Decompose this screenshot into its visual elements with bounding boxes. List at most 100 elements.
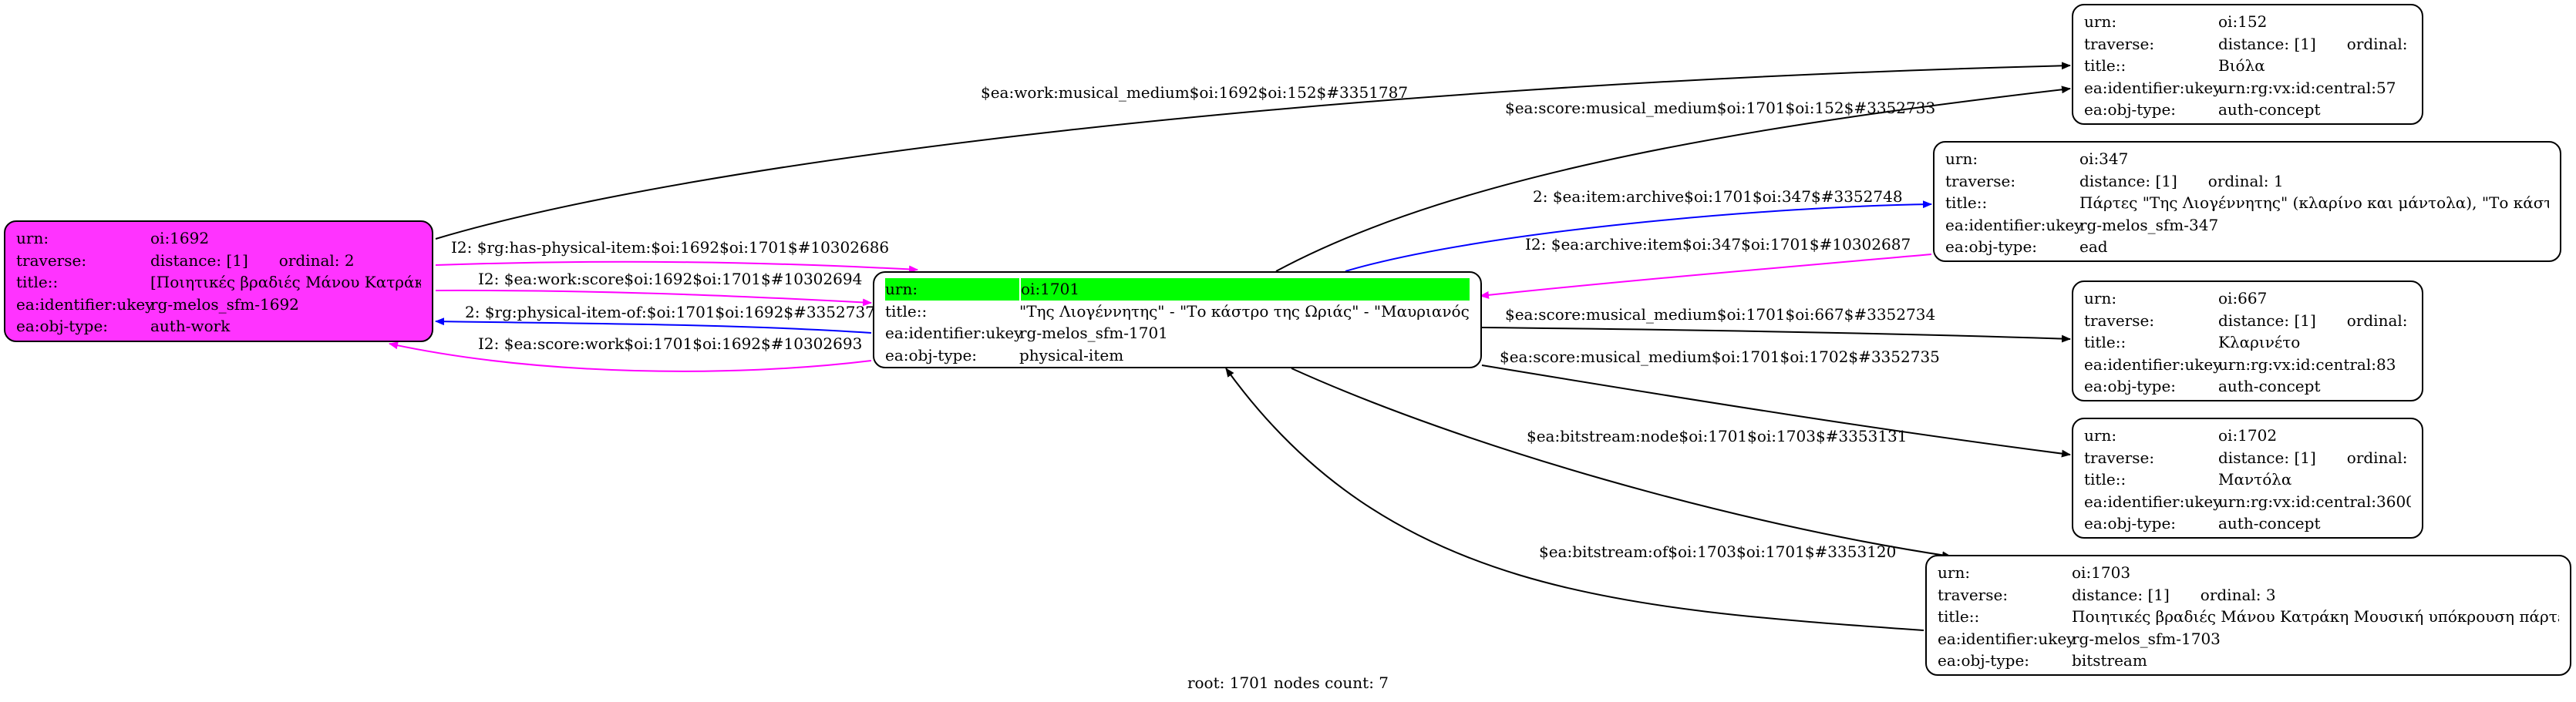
edge-label-1692-1701-work-score: I2: $ea:work:score$oi:1692$oi:1701$#1030…	[478, 270, 863, 288]
key-objtype: ea:obj-type:	[2084, 377, 2177, 395]
value-ordinal: ordinal: 5	[2346, 311, 2411, 330]
value-ukey: rg-melos_sfm-1692	[150, 294, 299, 314]
value-distance: distance: [1]	[2079, 171, 2177, 190]
key-objtype: ea:obj-type:	[16, 317, 109, 335]
value-distance: distance: [1]	[2218, 448, 2316, 467]
key-traverse: traverse:	[1945, 171, 2016, 190]
edge-label-1701-667: $ea:score:musical_medium$oi:1701$oi:667$…	[1505, 305, 1936, 324]
key-traverse: traverse:	[2084, 448, 2155, 467]
value-urn: oi:1701	[1021, 278, 1470, 301]
key-title: title::	[2084, 333, 2126, 351]
edge-label-1701-1703: $ea:bitstream:node$oi:1701$oi:1703$#3353…	[1527, 427, 1908, 445]
value-title: [Ποιητικές βραδιές Μάνου Κατράκη]	[150, 273, 421, 291]
edge-1701-1702	[1481, 364, 2071, 458]
edge-label-347-1701: I2: $ea:archive:item$oi:347$oi:1701$#103…	[1525, 235, 1911, 254]
key-ukey: ea:identifier:ukey	[1945, 215, 2083, 234]
edge-label-1701-347: 2: $ea:item:archive$oi:1701$oi:347$#3352…	[1533, 187, 1903, 206]
edge-1701-152	[1275, 86, 2071, 272]
edge-1701-1692-item-of	[435, 317, 872, 334]
edge-label-1692-1701-has-item: I2: $rg:has-physical-item:$oi:1692$oi:17…	[451, 238, 890, 257]
value-ordinal: ordinal: 2	[278, 250, 355, 270]
edge-label-1701-1692-score-work: I2: $ea:score:work$oi:1701$oi:1692$#1030…	[478, 334, 863, 353]
key-ukey: ea:identifier:ukey	[16, 294, 154, 314]
value-title: "Της Λιογέννητης" - "Το κάστρο της Ωριάς…	[1019, 301, 1470, 321]
key-ukey: ea:identifier:ukey	[2084, 354, 2222, 374]
key-objtype: ea:obj-type:	[1945, 237, 2038, 256]
value-ukey: rg-melos_sfm-1701	[1019, 324, 1168, 342]
key-ukey: ea:identifier:ukey	[1938, 629, 2076, 648]
value-ukey: rg-melos_sfm-1703	[2072, 629, 2221, 648]
key-urn: urn:	[2084, 426, 2117, 445]
node-oi-152[interactable]: urn:oi:152 traverse:distance: [1]ordinal…	[2072, 4, 2423, 125]
value-ordinal: ordinal: 1	[2207, 171, 2284, 190]
value-ordinal: ordinal: 3	[2200, 585, 2276, 604]
key-title: title::	[885, 301, 928, 321]
value-title: Κλαρινέτο	[2218, 333, 2301, 351]
key-title: title::	[16, 273, 59, 291]
value-distance: distance: [1]	[150, 250, 248, 270]
edge-label-1692-152: $ea:work:musical_medium$oi:1692$oi:152$#…	[981, 83, 1409, 102]
value-objtype: auth-concept	[2218, 377, 2321, 395]
key-title: title::	[1938, 607, 1980, 626]
value-ukey: urn:rg:vx:id:central:83	[2218, 354, 2396, 374]
key-urn: urn:	[16, 229, 49, 247]
edge-1701-1692-score-work	[389, 341, 872, 372]
value-urn: oi:1702	[2218, 426, 2278, 445]
edge-1692-1701-work-score	[435, 289, 872, 307]
value-ukey: urn:rg:vx:id:central:3600	[2218, 492, 2411, 511]
value-ukey: rg-melos_sfm-347	[2079, 215, 2219, 234]
value-objtype: auth-work	[150, 317, 231, 335]
edge-347-1701	[1480, 254, 1932, 299]
value-objtype: bitstream	[2072, 651, 2147, 670]
key-ukey: ea:identifier:ukey	[885, 324, 1023, 342]
value-objtype: auth-concept	[2218, 100, 2321, 119]
edge-1703-1701	[1225, 368, 1924, 631]
value-objtype: auth-concept	[2218, 514, 2321, 532]
edge-1692-152	[435, 62, 2071, 240]
key-traverse: traverse:	[2084, 34, 2155, 53]
node-oi-1702[interactable]: urn: oi:1702 traverse: distance: [1] ordina…	[2072, 418, 2423, 539]
value-title: Μαντόλα	[2218, 470, 2292, 489]
key-traverse: traverse:	[16, 250, 87, 270]
value-objtype: ead	[2079, 237, 2108, 256]
value-title: Ποιητικές βραδιές Μάνου Κατράκη Μουσική …	[2072, 607, 2559, 626]
value-distance: distance: [1]	[2072, 585, 2170, 604]
key-traverse: traverse:	[2084, 311, 2155, 330]
node-oi-1692[interactable]: urn: oi:1692 traverse: distance: [1] ordina…	[4, 220, 433, 342]
key-traverse: traverse:	[1938, 585, 2009, 604]
key-objtype: ea:obj-type:	[885, 345, 978, 364]
value-ordinal: ordinal: 6	[2346, 448, 2411, 467]
key-urn: urn:	[2084, 289, 2117, 307]
value-urn: oi:1692	[150, 229, 210, 247]
key-urn: urn:	[2084, 12, 2117, 31]
node-oi-1701[interactable]: urn:oi:1701 title::"Της Λιογέννητης" - "…	[873, 271, 1482, 368]
value-objtype: physical-item	[1019, 345, 1124, 364]
key-ukey: ea:identifier:ukey	[2084, 78, 2222, 97]
graph-footer: root: 1701 nodes count: 7	[1187, 673, 1389, 692]
value-distance: distance: [1]	[2218, 311, 2316, 330]
node-oi-667[interactable]: urn: oi:667 traverse: distance: [1] ordinal…	[2072, 280, 2423, 401]
value-urn: oi:667	[2218, 289, 2268, 307]
node-oi-347[interactable]: urn:oi:347 traverse:distance: [1]ordinal…	[1933, 141, 2561, 262]
edge-1701-1703	[1291, 368, 1951, 559]
edge-label-1701-152: $ea:score:musical_medium$oi:1701$oi:152$…	[1505, 99, 1936, 117]
value-distance: distance: [1]	[2218, 34, 2316, 53]
value-ukey: urn:rg:vx:id:central:57	[2218, 78, 2396, 97]
key-title: title::	[2084, 56, 2126, 75]
edge-1701-667	[1481, 327, 2071, 343]
key-urn: urn:	[1938, 563, 1971, 582]
edge-label-1703-1701: $ea:bitstream:of$oi:1703$oi:1701$#335312…	[1539, 542, 1897, 561]
value-title: Βιόλα	[2218, 56, 2265, 75]
value-ordinal: ordinal: 4	[2346, 34, 2411, 53]
key-urn: urn:	[885, 278, 1019, 301]
key-objtype: ea:obj-type:	[2084, 514, 2177, 532]
key-ukey: ea:identifier:ukey	[2084, 492, 2222, 511]
edge-1692-1701-has-item	[435, 260, 918, 274]
value-urn: oi:1703	[2072, 563, 2131, 582]
node-oi-1703[interactable]: urn: oi:1703 traverse: distance: [1] ordina…	[1925, 555, 2571, 676]
value-title: Πάρτες "Της Λιογέννητης" (κλαρίνο και μά…	[2079, 193, 2549, 212]
key-urn: urn:	[1945, 149, 1978, 168]
key-title: title::	[2084, 470, 2126, 489]
edge-label-1701-1702: $ea:score:musical_medium$oi:1701$oi:1702…	[1500, 348, 1940, 366]
